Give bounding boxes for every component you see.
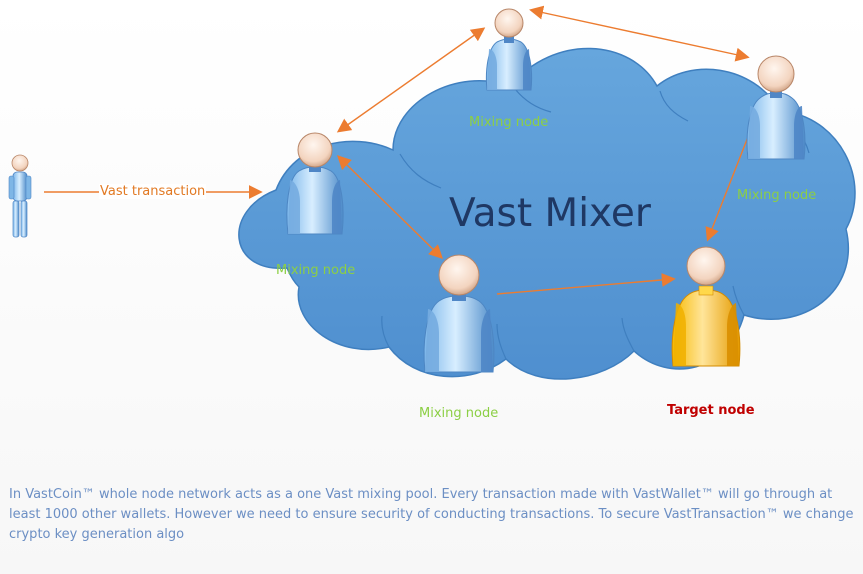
sender-person-icon [8, 154, 32, 238]
target-node-label: Target node [667, 403, 755, 418]
description-text: In VastCoin™ whole node network acts as … [9, 487, 854, 542]
mixing-node-bottom-label: Mixing node [419, 406, 499, 421]
mixing-node-left-to-bottom-arrow [336, 155, 444, 259]
target-node-person-icon [671, 246, 741, 367]
mixing-node-right-person-icon [746, 55, 806, 160]
mixing-node-right-label: Mixing node [737, 188, 817, 203]
mixing-node-top-label: Mixing node [469, 115, 549, 130]
connection-arrows [44, 5, 765, 295]
mixing-node-left-to-top-arrow [336, 27, 486, 133]
mixing-node-left-label: Mixing node [276, 263, 356, 278]
mixing-node-top-person-icon [485, 8, 533, 91]
mixing-node-bottom-person-icon [423, 254, 495, 373]
mixing-node-top-to-right-arrow [529, 5, 750, 62]
mixing-node-bottom-to-target-arrow [496, 272, 676, 295]
vast-transaction-label: Vast transaction [99, 184, 207, 199]
diagram-title: Vast Mixer [449, 191, 651, 236]
mixing-node-left-person-icon [286, 132, 344, 235]
